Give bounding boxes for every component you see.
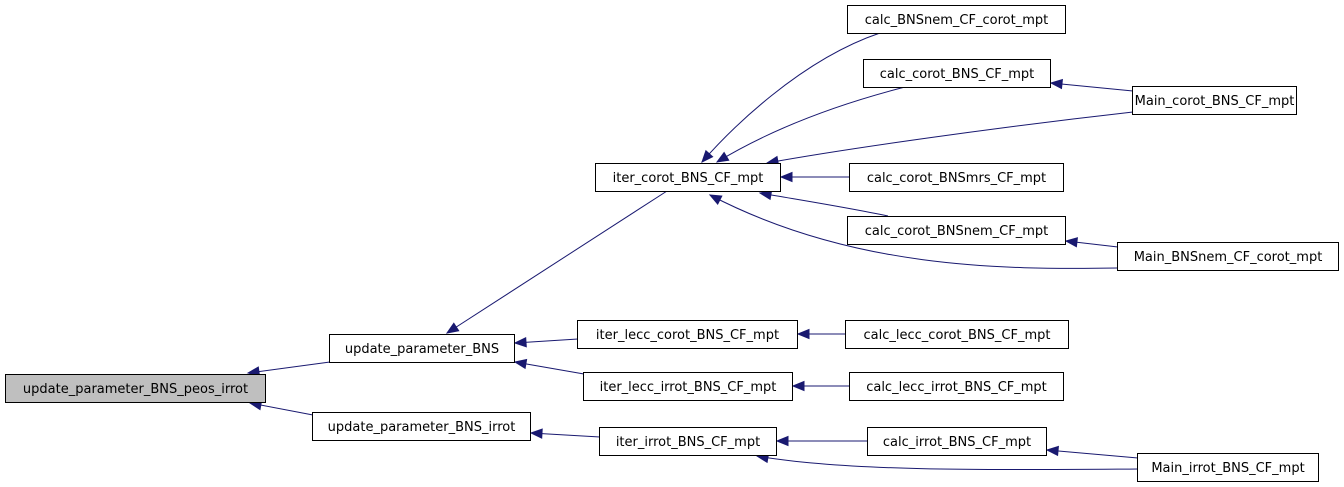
node-update_parameter_BNS[interactable]: update_parameter_BNS <box>329 334 515 363</box>
node-box[interactable] <box>845 320 1069 349</box>
arrowhead-icon <box>796 328 810 340</box>
edge-line <box>1050 82 1134 92</box>
node-Main_corot_BNS_CF_mpt[interactable]: Main_corot_BNS_CF_mpt <box>1132 86 1297 115</box>
node-iter_corot_BNS_CF_mpt[interactable]: iter_corot_BNS_CF_mpt <box>595 163 781 192</box>
node-box[interactable] <box>847 5 1066 34</box>
edge-line <box>247 361 331 374</box>
arrowhead-icon <box>529 428 543 439</box>
arrowhead-icon <box>1049 78 1063 90</box>
node-label[interactable]: calc_lecc_irrot_BNS_CF_mpt <box>866 380 1047 395</box>
edge-line <box>446 190 668 334</box>
edge-line <box>766 111 1134 164</box>
edge-Main_irrot_BNS_CF_mpt-to-calc_irrot_BNS_CF_mpt <box>1045 445 1139 459</box>
edge-calc_lecc_corot_BNS_CF_mpt-to-iter_lecc_corot_BNS_CF_mpt <box>796 328 846 340</box>
node-label[interactable]: calc_irrot_BNS_CF_mpt <box>883 435 1031 450</box>
node-iter_lecc_corot_BNS_CF_mpt[interactable]: iter_lecc_corot_BNS_CF_mpt <box>577 320 798 349</box>
edge-iter_corot_BNS_CF_mpt-to-update_parameter_BNS <box>445 190 668 334</box>
node-box[interactable] <box>867 427 1047 456</box>
arrowhead-icon <box>513 337 527 348</box>
node-label[interactable]: calc_corot_BNSmrs_CF_mpt <box>867 171 1046 186</box>
arrowhead-icon <box>1045 445 1059 457</box>
node-box[interactable] <box>863 59 1051 88</box>
edge-calc_irrot_BNS_CF_mpt-to-iter_irrot_BNS_CF_mpt <box>775 435 868 447</box>
edge-iter_irrot_BNS_CF_mpt-to-update_parameter_BNS_irrot <box>529 428 601 439</box>
node-label[interactable]: Main_corot_BNS_CF_mpt <box>1135 94 1295 109</box>
node-calc_corot_BNS_CF_mpt[interactable]: calc_corot_BNS_CF_mpt <box>863 59 1051 88</box>
arrowhead-icon <box>775 435 789 447</box>
node-label[interactable]: update_parameter_BNS_peos_irrot <box>23 382 248 397</box>
edge-calc_BNSnem_CF_corot_mpt-to-iter_corot_BNS_CF_mpt <box>701 32 881 163</box>
node-label[interactable]: iter_lecc_irrot_BNS_CF_mpt <box>600 380 777 395</box>
node-calc_BNSnem_CF_corot_mpt[interactable]: calc_BNSnem_CF_corot_mpt <box>847 5 1066 34</box>
node-Main_BNSnem_CF_corot_mpt[interactable]: Main_BNSnem_CF_corot_mpt <box>1117 242 1339 271</box>
node-label[interactable]: iter_lecc_corot_BNS_CF_mpt <box>596 328 779 343</box>
edge-line <box>530 432 601 438</box>
arrowhead-icon <box>701 149 714 163</box>
edge-calc_corot_BNS_CF_mpt-to-iter_corot_BNS_CF_mpt <box>715 86 906 163</box>
node-label[interactable]: Main_irrot_BNS_CF_mpt <box>1151 461 1304 476</box>
node-box[interactable] <box>595 163 781 192</box>
edge-calc_corot_BNSnem_CF_mpt-to-iter_corot_BNS_CF_mpt <box>758 189 889 217</box>
node-box[interactable] <box>329 334 515 363</box>
node-label[interactable]: calc_corot_BNSnem_CF_mpt <box>865 224 1048 239</box>
edge-line <box>709 194 1119 269</box>
node-label[interactable]: iter_corot_BNS_CF_mpt <box>613 171 764 186</box>
edges-layer <box>246 32 1139 471</box>
arrowhead-icon <box>791 380 805 392</box>
edge-line <box>759 192 889 217</box>
node-box[interactable] <box>577 320 798 349</box>
edge-Main_BNSnem_CF_corot_mpt-to-iter_corot_BNS_CF_mpt <box>708 194 1119 269</box>
node-box[interactable] <box>583 372 793 401</box>
edge-iter_lecc_corot_BNS_CF_mpt-to-update_parameter_BNS <box>513 337 579 348</box>
arrowhead-icon <box>715 151 730 163</box>
node-label[interactable]: iter_irrot_BNS_CF_mpt <box>616 435 760 450</box>
nodes-layer: update_parameter_BNS_peos_irrot update_pa… <box>5 5 1339 482</box>
edge-update_parameter_BNS-to-update_parameter_BNS_peos_irrot <box>246 361 331 377</box>
node-calc_corot_BNSnem_CF_mpt[interactable]: calc_corot_BNSnem_CF_mpt <box>847 216 1066 245</box>
edge-calc_lecc_irrot_BNS_CF_mpt-to-iter_lecc_irrot_BNS_CF_mpt <box>791 380 850 392</box>
node-calc_irrot_BNS_CF_mpt[interactable]: calc_irrot_BNS_CF_mpt <box>867 427 1047 456</box>
node-box[interactable] <box>1132 86 1297 115</box>
edge-line <box>514 361 585 375</box>
node-update_parameter_BNS_irrot[interactable]: update_parameter_BNS_irrot <box>312 412 531 441</box>
node-calc_lecc_irrot_BNS_CF_mpt[interactable]: calc_lecc_irrot_BNS_CF_mpt <box>849 372 1064 401</box>
edge-calc_corot_BNSmrs_CF_mpt-to-iter_corot_BNS_CF_mpt <box>779 171 850 183</box>
node-box[interactable] <box>312 412 531 441</box>
node-box[interactable] <box>1137 453 1319 482</box>
edge-line <box>756 455 1139 471</box>
edge-Main_corot_BNS_CF_mpt-to-calc_corot_BNS_CF_mpt <box>1049 78 1134 92</box>
node-iter_irrot_BNS_CF_mpt[interactable]: iter_irrot_BNS_CF_mpt <box>599 427 777 456</box>
node-iter_lecc_irrot_BNS_CF_mpt[interactable]: iter_lecc_irrot_BNS_CF_mpt <box>583 372 793 401</box>
node-box[interactable] <box>847 216 1066 245</box>
node-label[interactable]: calc_corot_BNS_CF_mpt <box>880 67 1035 82</box>
node-box[interactable] <box>849 372 1064 401</box>
node-label[interactable]: update_parameter_BNS_irrot <box>328 420 516 435</box>
arrowhead-icon <box>513 358 528 370</box>
edge-Main_BNSnem_CF_corot_mpt-to-calc_corot_BNSnem_CF_mpt <box>1064 237 1119 248</box>
edge-line <box>716 86 906 163</box>
node-Main_irrot_BNS_CF_mpt[interactable]: Main_irrot_BNS_CF_mpt <box>1137 453 1319 482</box>
node-box[interactable] <box>5 374 266 403</box>
node-label[interactable]: update_parameter_BNS <box>345 342 499 357</box>
edge-Main_corot_BNS_CF_mpt-to-iter_corot_BNS_CF_mpt <box>765 111 1134 167</box>
node-label[interactable]: Main_BNSnem_CF_corot_mpt <box>1134 250 1323 265</box>
edge-line <box>701 32 881 163</box>
arrowhead-icon <box>708 194 723 205</box>
node-calc_lecc_corot_BNS_CF_mpt[interactable]: calc_lecc_corot_BNS_CF_mpt <box>845 320 1069 349</box>
arrowhead-icon <box>1064 237 1078 248</box>
node-label[interactable]: calc_lecc_corot_BNS_CF_mpt <box>864 328 1051 343</box>
node-box[interactable] <box>1117 242 1339 271</box>
node-label[interactable]: calc_BNSnem_CF_corot_mpt <box>865 13 1048 28</box>
node-box[interactable] <box>599 427 777 456</box>
edge-line <box>1046 449 1139 459</box>
node-update_parameter_BNS_peos_irrot[interactable]: update_parameter_BNS_peos_irrot <box>5 374 266 403</box>
edge-iter_lecc_irrot_BNS_CF_mpt-to-update_parameter_BNS <box>513 358 585 375</box>
node-calc_corot_BNSmrs_CF_mpt[interactable]: calc_corot_BNSmrs_CF_mpt <box>849 163 1064 192</box>
arrowhead-icon <box>445 322 460 334</box>
node-box[interactable] <box>849 163 1064 192</box>
arrowhead-icon <box>779 171 793 183</box>
